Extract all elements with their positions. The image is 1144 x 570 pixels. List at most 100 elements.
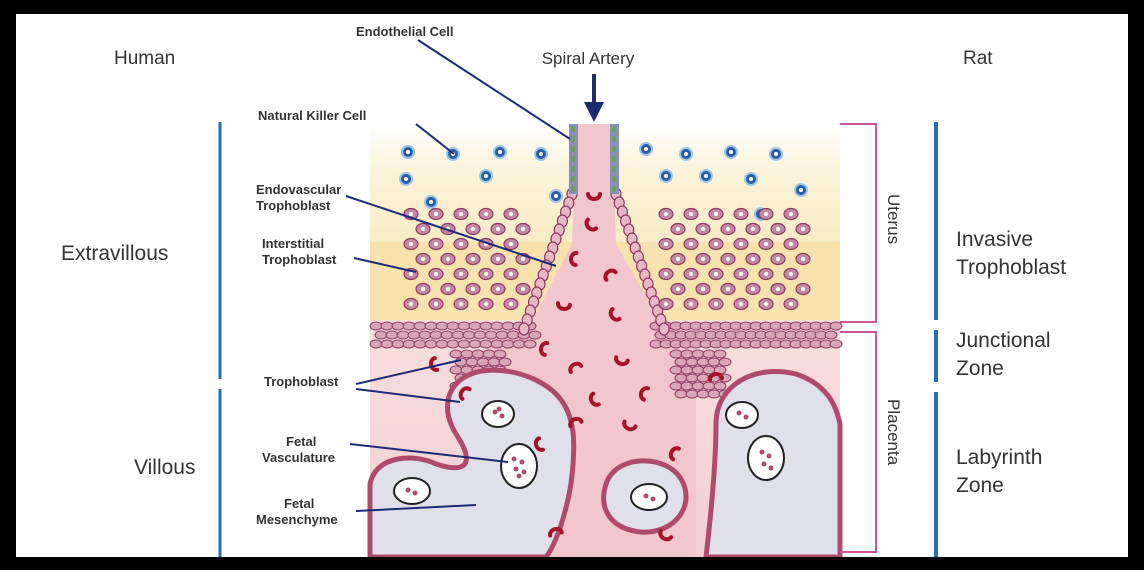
interstitial-cell-nucleus [676, 287, 680, 291]
interstitial-cell-nucleus [434, 242, 438, 246]
nk-cell-nucleus [704, 174, 708, 178]
interstitial-cell-nucleus [801, 227, 805, 231]
interstitial-cell-nucleus [509, 272, 513, 276]
interstitial-cell-nucleus [459, 272, 463, 276]
junctional-cell [524, 340, 536, 348]
junctional-cell [502, 322, 514, 330]
interstitial-cell-nucleus [676, 227, 680, 231]
interstitial-cell-nucleus [484, 212, 488, 216]
junctional-cell [491, 340, 503, 348]
junctional-cell [469, 340, 481, 348]
junctional-cell [450, 350, 462, 358]
junctional-cell [408, 331, 420, 339]
junctional-cell [670, 382, 682, 390]
interstitial-cell-nucleus [726, 257, 730, 261]
rat-header: Rat [963, 48, 993, 69]
interstitial-cell-nucleus [484, 302, 488, 306]
junctional-cell [469, 322, 481, 330]
wall-cell [659, 323, 669, 335]
interstitial-cell-nucleus [726, 227, 730, 231]
interstitial-cell-nucleus [739, 272, 743, 276]
interstitial-cell-nucleus [409, 212, 413, 216]
interstitial-cell-nucleus [409, 302, 413, 306]
junctional-cell [480, 340, 492, 348]
interstitial-cell-nucleus [789, 272, 793, 276]
uterus-bracket [840, 124, 876, 322]
interstitial-cell-nucleus [421, 287, 425, 291]
interstitial-cell-nucleus [739, 212, 743, 216]
junctional-cell [458, 322, 470, 330]
nk-cell-nucleus [406, 150, 410, 154]
junctional-label-2: Zone [956, 357, 1004, 380]
nk-cell-nucleus [664, 174, 668, 178]
interstitial-cell-nucleus [801, 287, 805, 291]
nk-cell-nucleus [404, 177, 408, 181]
interstitial-cell-nucleus [689, 272, 693, 276]
interstitial-cell-nucleus [776, 227, 780, 231]
interstitial-cell-nucleus [446, 287, 450, 291]
extravillous-label: Extravillous [61, 242, 168, 265]
junctional-cell [697, 358, 709, 366]
junctional-cell [496, 331, 508, 339]
junctional-cell [370, 322, 382, 330]
interstitial-cell-nucleus [434, 212, 438, 216]
interstitial-cell-nucleus [801, 257, 805, 261]
interstitial-cell-nucleus [509, 302, 513, 306]
placenta-diagram: Human Rat Spiral Artery Extravillous Vil… [16, 14, 1128, 557]
junctional-cell [419, 331, 431, 339]
junctional-cell [681, 366, 693, 374]
junctional-cell [703, 350, 715, 358]
interstitial-cell-nucleus [789, 212, 793, 216]
interstitial-cell-nucleus [714, 272, 718, 276]
junctional-cell [675, 390, 687, 398]
junctional-cell [703, 382, 715, 390]
junctional-cell [386, 331, 398, 339]
interstitial-cell-nucleus [521, 257, 525, 261]
endothelial-cell-label: Endothelial Cell [356, 24, 454, 39]
junctional-cell [670, 366, 682, 374]
interstitial-label-2: Trophoblast [262, 252, 337, 267]
junctional-cell [692, 350, 704, 358]
wall-cell [519, 323, 529, 335]
junctional-cell [455, 358, 467, 366]
interstitial-cell-nucleus [676, 257, 680, 261]
interstitial-cell-nucleus [434, 272, 438, 276]
interstitial-cell-nucleus [764, 272, 768, 276]
human-header: Human [114, 48, 175, 69]
junctional-cell [719, 358, 731, 366]
fetal-mesenchyme-label-2: Mesenchyme [256, 512, 338, 527]
junctional-cell [436, 340, 448, 348]
interstitial-cell-nucleus [714, 302, 718, 306]
junctional-cell [392, 322, 404, 330]
junctional-cell [507, 331, 519, 339]
junctional-cell [425, 322, 437, 330]
junctional-cell [447, 322, 459, 330]
interstitial-cell-nucleus [421, 257, 425, 261]
endovascular-label-2: Trophoblast [256, 198, 331, 213]
placenta-bracket [840, 332, 876, 552]
junctional-cell [441, 331, 453, 339]
interstitial-cell-nucleus [789, 242, 793, 246]
spiral-artery-arrow-icon [584, 102, 604, 122]
junctional-cell [491, 322, 503, 330]
interstitial-cell-nucleus [751, 227, 755, 231]
interstitial-cell-nucleus [484, 272, 488, 276]
interstitial-cell-nucleus [764, 212, 768, 216]
junctional-cell [675, 374, 687, 382]
junctional-cell [414, 322, 426, 330]
interstitial-cell-nucleus [459, 212, 463, 216]
junctional-cell [494, 350, 506, 358]
junctional-cell [397, 331, 409, 339]
junctional-cell [529, 331, 541, 339]
natural-killer-cell-label: Natural Killer Cell [258, 108, 366, 123]
interstitial-cell-nucleus [714, 242, 718, 246]
fetal-vasculature-label-2: Vasculature [262, 450, 335, 465]
nk-cell-nucleus [749, 177, 753, 181]
nk-cell-nucleus [684, 152, 688, 156]
interstitial-cell-nucleus [664, 272, 668, 276]
junctional-cell [403, 340, 415, 348]
interstitial-cell-nucleus [421, 227, 425, 231]
junctional-cell [370, 340, 382, 348]
junctional-cell [686, 374, 698, 382]
